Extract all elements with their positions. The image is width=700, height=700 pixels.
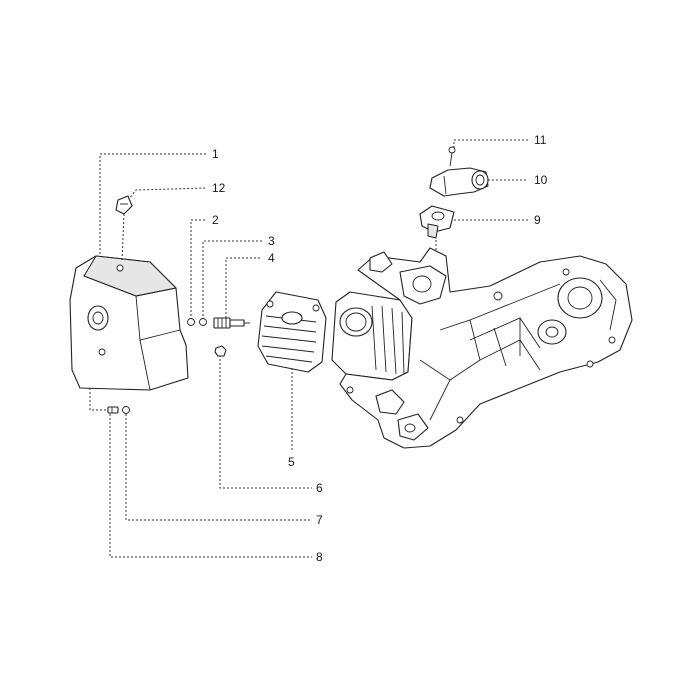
leader-line-3 (202, 240, 262, 320)
leader-line-6 (219, 355, 312, 489)
callout-7: 7 (316, 513, 323, 527)
callout-10: 10 (534, 173, 548, 187)
reed-valve-block (419, 205, 455, 239)
manifold-screw (448, 146, 456, 167)
callout-1: 1 (212, 147, 219, 161)
leader-line-12 (127, 187, 207, 201)
callout-labels: 1 2 3 4 5 6 7 8 9 10 11 12 (212, 133, 548, 564)
callout-5: 5 (288, 455, 295, 469)
callout-8: 8 (316, 550, 323, 564)
leader-line-4 (225, 257, 262, 318)
leader-line-8 (109, 414, 312, 558)
spark-plug (213, 317, 250, 329)
callout-3: 3 (268, 234, 275, 248)
callout-12: 12 (212, 181, 226, 195)
washer-2 (187, 318, 195, 326)
leader-line-11 (453, 139, 528, 148)
callout-4: 4 (268, 251, 275, 265)
callout-2: 2 (212, 213, 219, 227)
leader-line-7 (125, 414, 312, 521)
intake-manifold (429, 167, 489, 197)
retaining-clip (115, 195, 133, 263)
callout-6: 6 (316, 481, 323, 495)
washer-3 (199, 318, 207, 326)
cylinder-shroud (69, 255, 189, 391)
callout-9: 9 (534, 213, 541, 227)
leader-line-2 (190, 219, 206, 320)
shroud-screw-set (107, 406, 130, 414)
cylinder-head (257, 291, 327, 373)
cylinder-head-nut (214, 345, 227, 357)
engine-crankcase (331, 247, 633, 449)
leader-line-1 (99, 153, 206, 262)
callout-11: 11 (534, 133, 547, 147)
